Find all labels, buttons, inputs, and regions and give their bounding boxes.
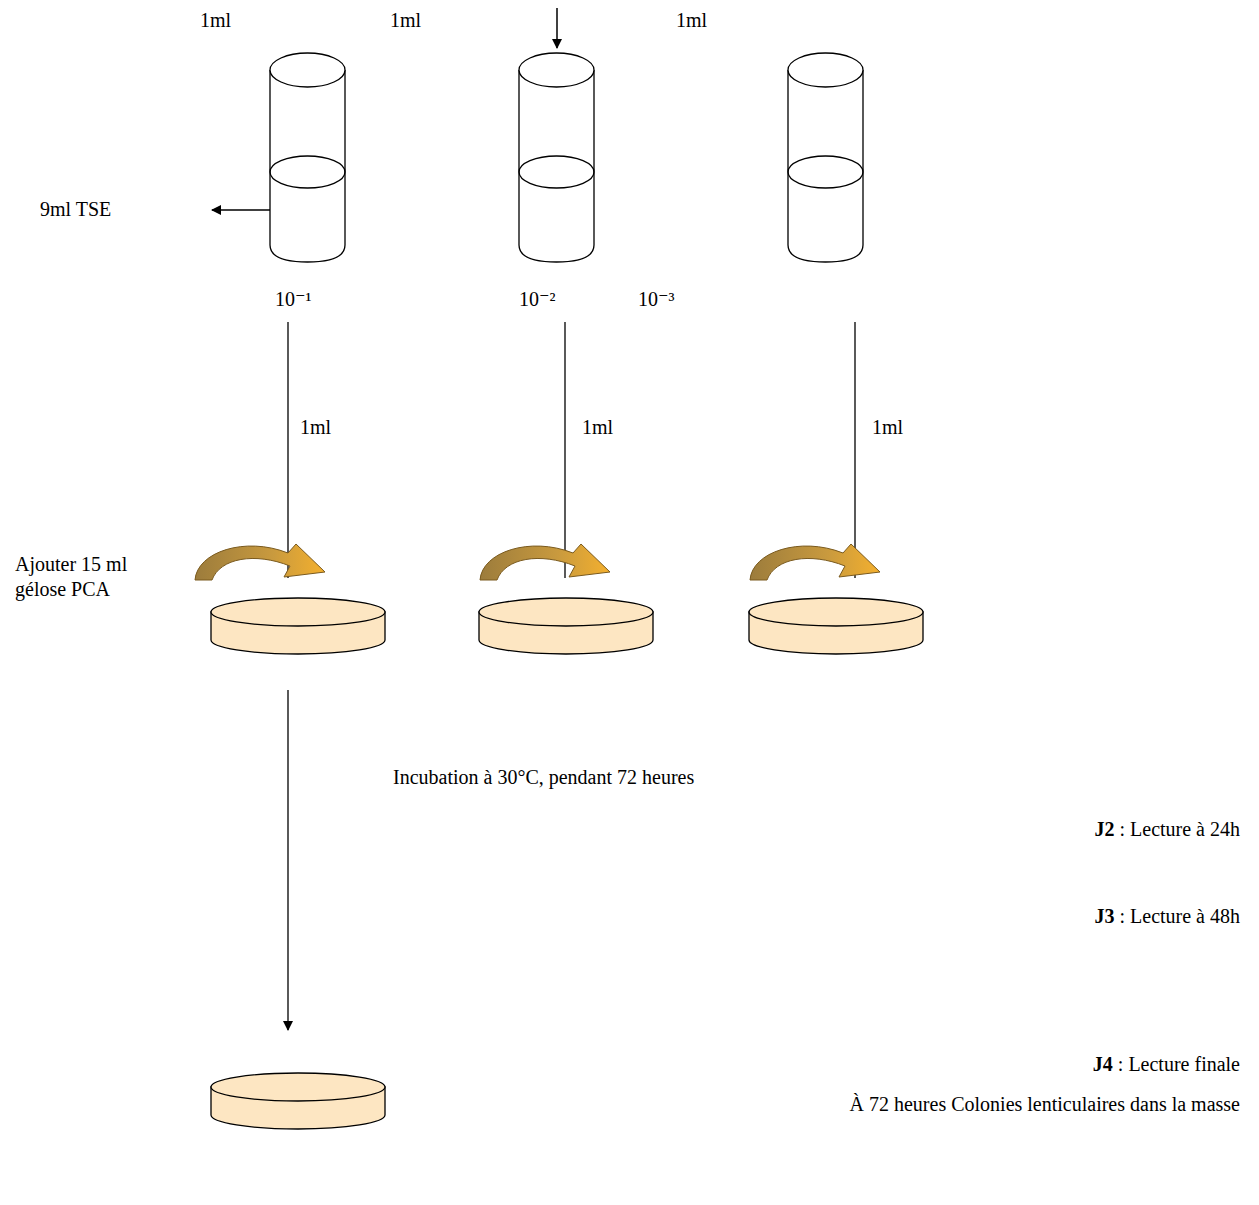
volume-label: 1ml bbox=[390, 8, 421, 33]
reading-note: J2 : Lecture à 24h bbox=[1095, 817, 1241, 842]
pour-arrow bbox=[556, 8, 558, 48]
volume-label: 1ml bbox=[300, 415, 331, 440]
medium-note: Ajouter 15 ml gélose PCA bbox=[15, 552, 165, 602]
volume-label: 1ml bbox=[676, 8, 707, 33]
leader-arrow bbox=[212, 209, 270, 211]
test-tube bbox=[270, 53, 345, 262]
dilution-label: 10⁻² bbox=[519, 287, 556, 312]
reading-note: J4 : Lecture finale bbox=[1093, 1052, 1240, 1077]
volume-label: 1ml bbox=[200, 8, 231, 33]
diluent-label: 9ml TSE bbox=[40, 197, 111, 222]
petri-dish bbox=[479, 598, 653, 654]
petri-dish bbox=[211, 1073, 385, 1129]
petri-dish bbox=[211, 598, 385, 654]
reading-note: À 72 heures Colonies lenticulaires dans … bbox=[850, 1092, 1240, 1117]
dilution-label: 10⁻³ bbox=[638, 287, 675, 312]
pour-curve bbox=[750, 544, 880, 580]
transfer-line bbox=[564, 322, 565, 578]
incubation-arrow bbox=[287, 690, 288, 1030]
petri-dish bbox=[749, 598, 923, 654]
dilution-label: 10⁻¹ bbox=[275, 287, 312, 312]
volume-label: 1ml bbox=[872, 415, 903, 440]
test-tube bbox=[788, 53, 863, 262]
transfer-line bbox=[287, 322, 288, 578]
incubation-note: Incubation à 30°C, pendant 72 heures bbox=[393, 765, 694, 790]
test-tube bbox=[519, 53, 594, 262]
pour-curve bbox=[480, 544, 610, 580]
pour-curve bbox=[195, 544, 325, 580]
transfer-line bbox=[854, 322, 855, 578]
volume-label: 1ml bbox=[582, 415, 613, 440]
reading-note: J3 : Lecture à 48h bbox=[1095, 904, 1241, 929]
